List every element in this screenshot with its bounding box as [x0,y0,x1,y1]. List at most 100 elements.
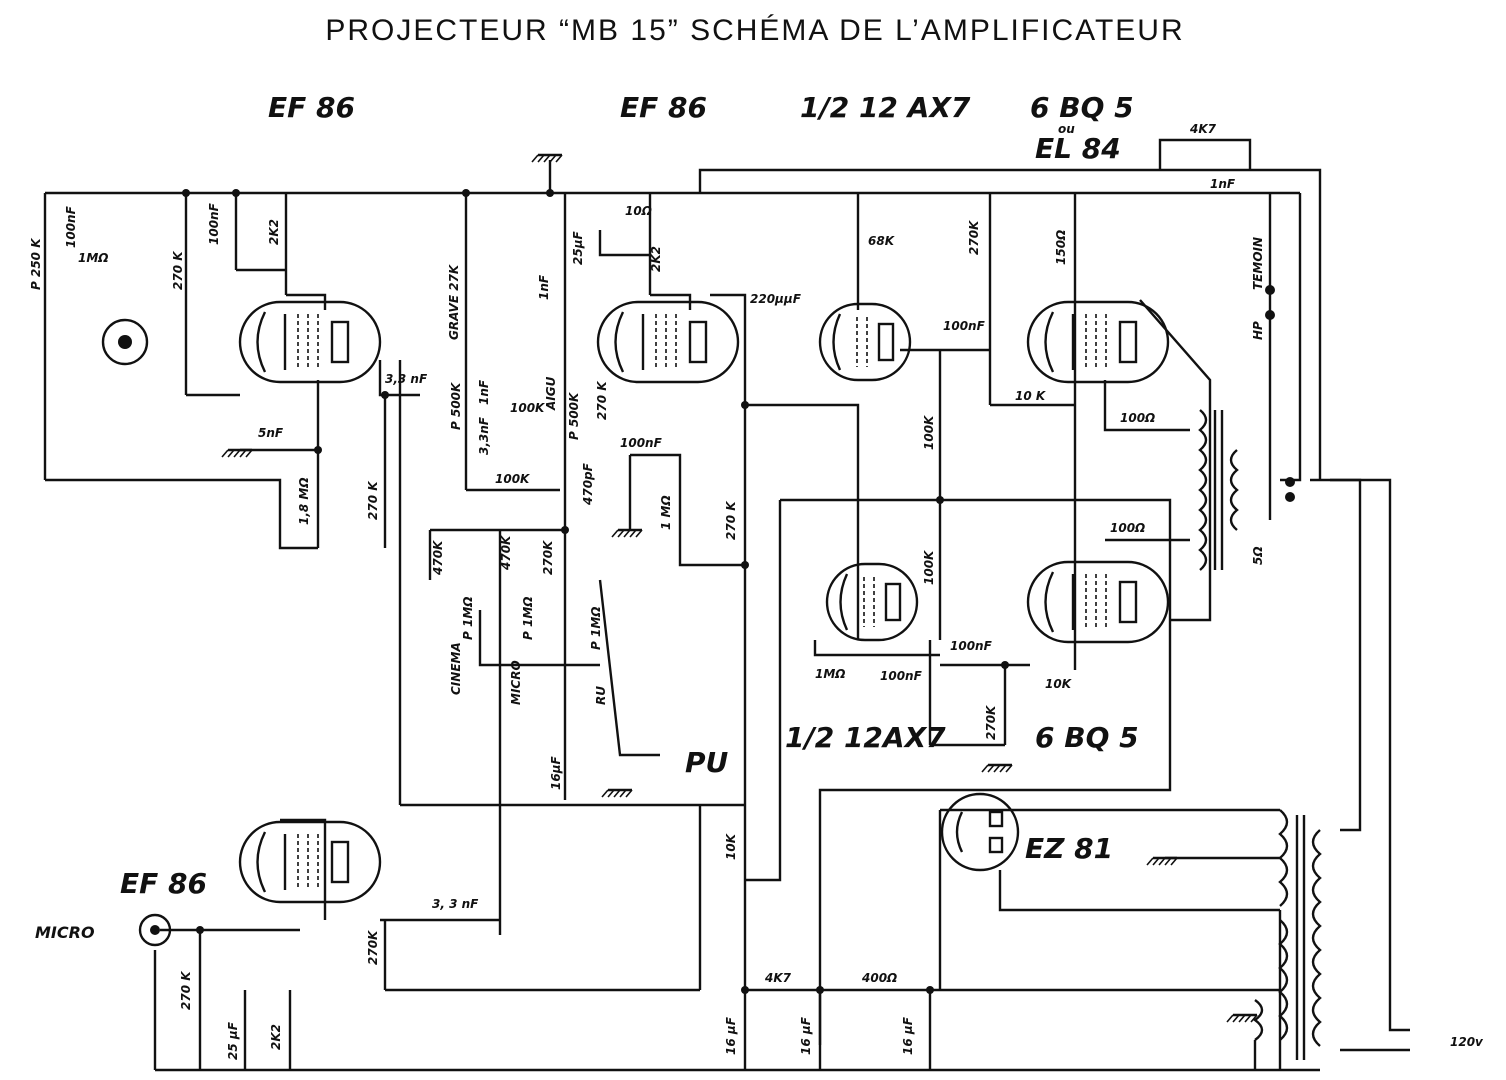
label-temoin: TEMOIN [1251,237,1265,290]
label-cinema: CINEMA [449,642,463,695]
label-r270k-h: 270 K [179,970,193,1010]
micro-jack [138,913,172,947]
diagram-title: PROJECTEUR “MB 15” SCHÉMA DE L’AMPLIFICA… [325,14,1184,47]
label-c3-3nf-a: 3,3 nF [385,372,428,386]
label-c100nf-e: 100nF [880,669,923,683]
label-aigu: AIGU [544,376,558,411]
label-r400: 400Ω [861,971,897,985]
wiring [43,138,1410,1072]
label-c16uf-b: 16 µF [724,1016,738,1055]
label-r10k-b: 10K [1045,677,1073,691]
label-r1m-b: 1 MΩ [659,495,673,530]
label-p1m-a: P 1MΩ [461,597,475,640]
tube-6bq5-lower [1026,560,1170,644]
label-r5: 5Ω [1251,546,1265,565]
label-p1m-c: P 1MΩ [589,607,603,650]
label-r4k7-b: 4K7 [764,971,792,985]
tube-label-6bq5-1: 6 BQ 5 [1030,91,1134,124]
label-c3-3nf-b: 3,3nF [477,416,491,455]
label-r470k-b: 470K [499,534,513,571]
label-c5nf: 5nF [258,426,284,440]
label-r1-8m: 1,8 MΩ [297,477,311,525]
tube-label-6bq5-2: 6 BQ 5 [1035,721,1139,754]
tube-label-12ax7-2: 1/2 12AX7 [785,721,946,754]
label-r100k-d: 100K [922,549,936,585]
tube-12ax7-lower [825,562,919,642]
tube-label-ou: ou [1058,122,1075,136]
label-r1m-c: 1MΩ [815,667,846,681]
label-c16uf-d: 16 µF [901,1016,915,1055]
label-r10k-c: 10K [724,832,738,860]
label-p250k: P 250 K [29,237,43,290]
tube-label-ef86-1: EF 86 [268,91,355,124]
label-c100nf-d: 100nF [943,319,986,333]
label-r68k: 68K [868,234,896,248]
tube-label-ef86-2: EF 86 [620,91,707,124]
label-c220pf: 220µµF [750,292,802,306]
label-r100k-c: 100K [922,414,936,450]
label-c100nf-b: 100nF [207,202,221,245]
label-r100-a: 100Ω [1120,411,1155,425]
label-c1nf-a: 1nF [477,379,491,405]
label-r270k-a: 270 K [171,250,185,290]
label-c100nf-f: 100nF [950,639,993,653]
label-c470pf: 470pF [581,462,595,506]
label-r270k-i: 270K [366,929,380,965]
component-labels: P 250 K 100nF 1MΩ 270 K 100nF 2K2 5nF 1,… [29,122,1484,1060]
label-r270k-f: 270K [967,219,981,255]
tube-ez81-rectifier [940,792,1020,872]
label-r4k7-a: 4K7 [1189,122,1217,136]
ground-symbols [220,153,1259,1024]
label-c100nf-c: 100nF [620,436,663,450]
tube-label-ef86-3: EF 86 [120,867,207,900]
junction-dots [182,189,1295,994]
label-r100k-b: 100K [495,472,531,486]
label-p500k-b: P 500K [567,391,581,440]
label-r270k-c: 270 K [595,380,609,420]
label-r270k-d: 270 K [724,500,738,540]
label-r270k-e: 270K [541,539,555,575]
power-transformer [1252,809,1322,1060]
tube-label-ez81: EZ 81 [1025,832,1113,865]
label-c3-3nf-c: 3, 3 nF [432,897,479,911]
label-p500k-a: P 500K [449,381,463,430]
label-c1nf-c: 1nF [1210,177,1236,191]
label-r10k-a: 10 K [1015,389,1047,403]
label-hp: HP [1251,321,1265,340]
output-transformer [1198,409,1239,571]
label-pu: PU [685,746,729,779]
label-micro-in: MICRO [35,923,95,942]
label-r2k2-b: 2K2 [649,246,663,272]
label-c25uf-a: 25µF [571,230,585,265]
tube-ef86-input [238,300,382,384]
label-r100k-a: 100K [510,401,546,415]
label-c16uf-c: 16 µF [799,1016,813,1055]
micro-jack-core [150,925,160,935]
label-r150: 150Ω [1054,230,1068,265]
label-c25uf-b: 25 µF [226,1021,240,1060]
tube-label-12ax7-1: 1/2 12 AX7 [800,91,971,124]
label-r100-b: 100Ω [1110,521,1145,535]
label-v120: 120v [1450,1035,1484,1049]
input-jack-top-core [118,335,132,349]
label-grave: GRAVE 27K [447,263,461,340]
tube-ef86-micro [238,820,382,904]
label-r270k-g: 270K [984,704,998,740]
label-r2k2-a: 2K2 [267,219,281,245]
label-c1nf-b: 1nF [537,274,551,300]
label-c16uf-a: 16µF [549,755,563,790]
tube-6bq5-upper [1026,300,1170,384]
input-jack-top [101,318,149,366]
tube-ef86-second [596,300,740,384]
label-r1m-a: 1MΩ [78,251,109,265]
label-r470k: 470K [431,539,445,576]
label-r270k-b: 270 K [366,480,380,520]
tube-label-el84: EL 84 [1035,132,1121,165]
label-micro-sel: MICRO [509,660,523,705]
label-p1m-b: P 1MΩ [521,597,535,640]
label-ru: RU [594,686,608,705]
label-r2k2-c: 2K2 [269,1024,283,1050]
label-r10-a: 10Ω [625,204,652,218]
tube-12ax7-upper [818,302,912,382]
